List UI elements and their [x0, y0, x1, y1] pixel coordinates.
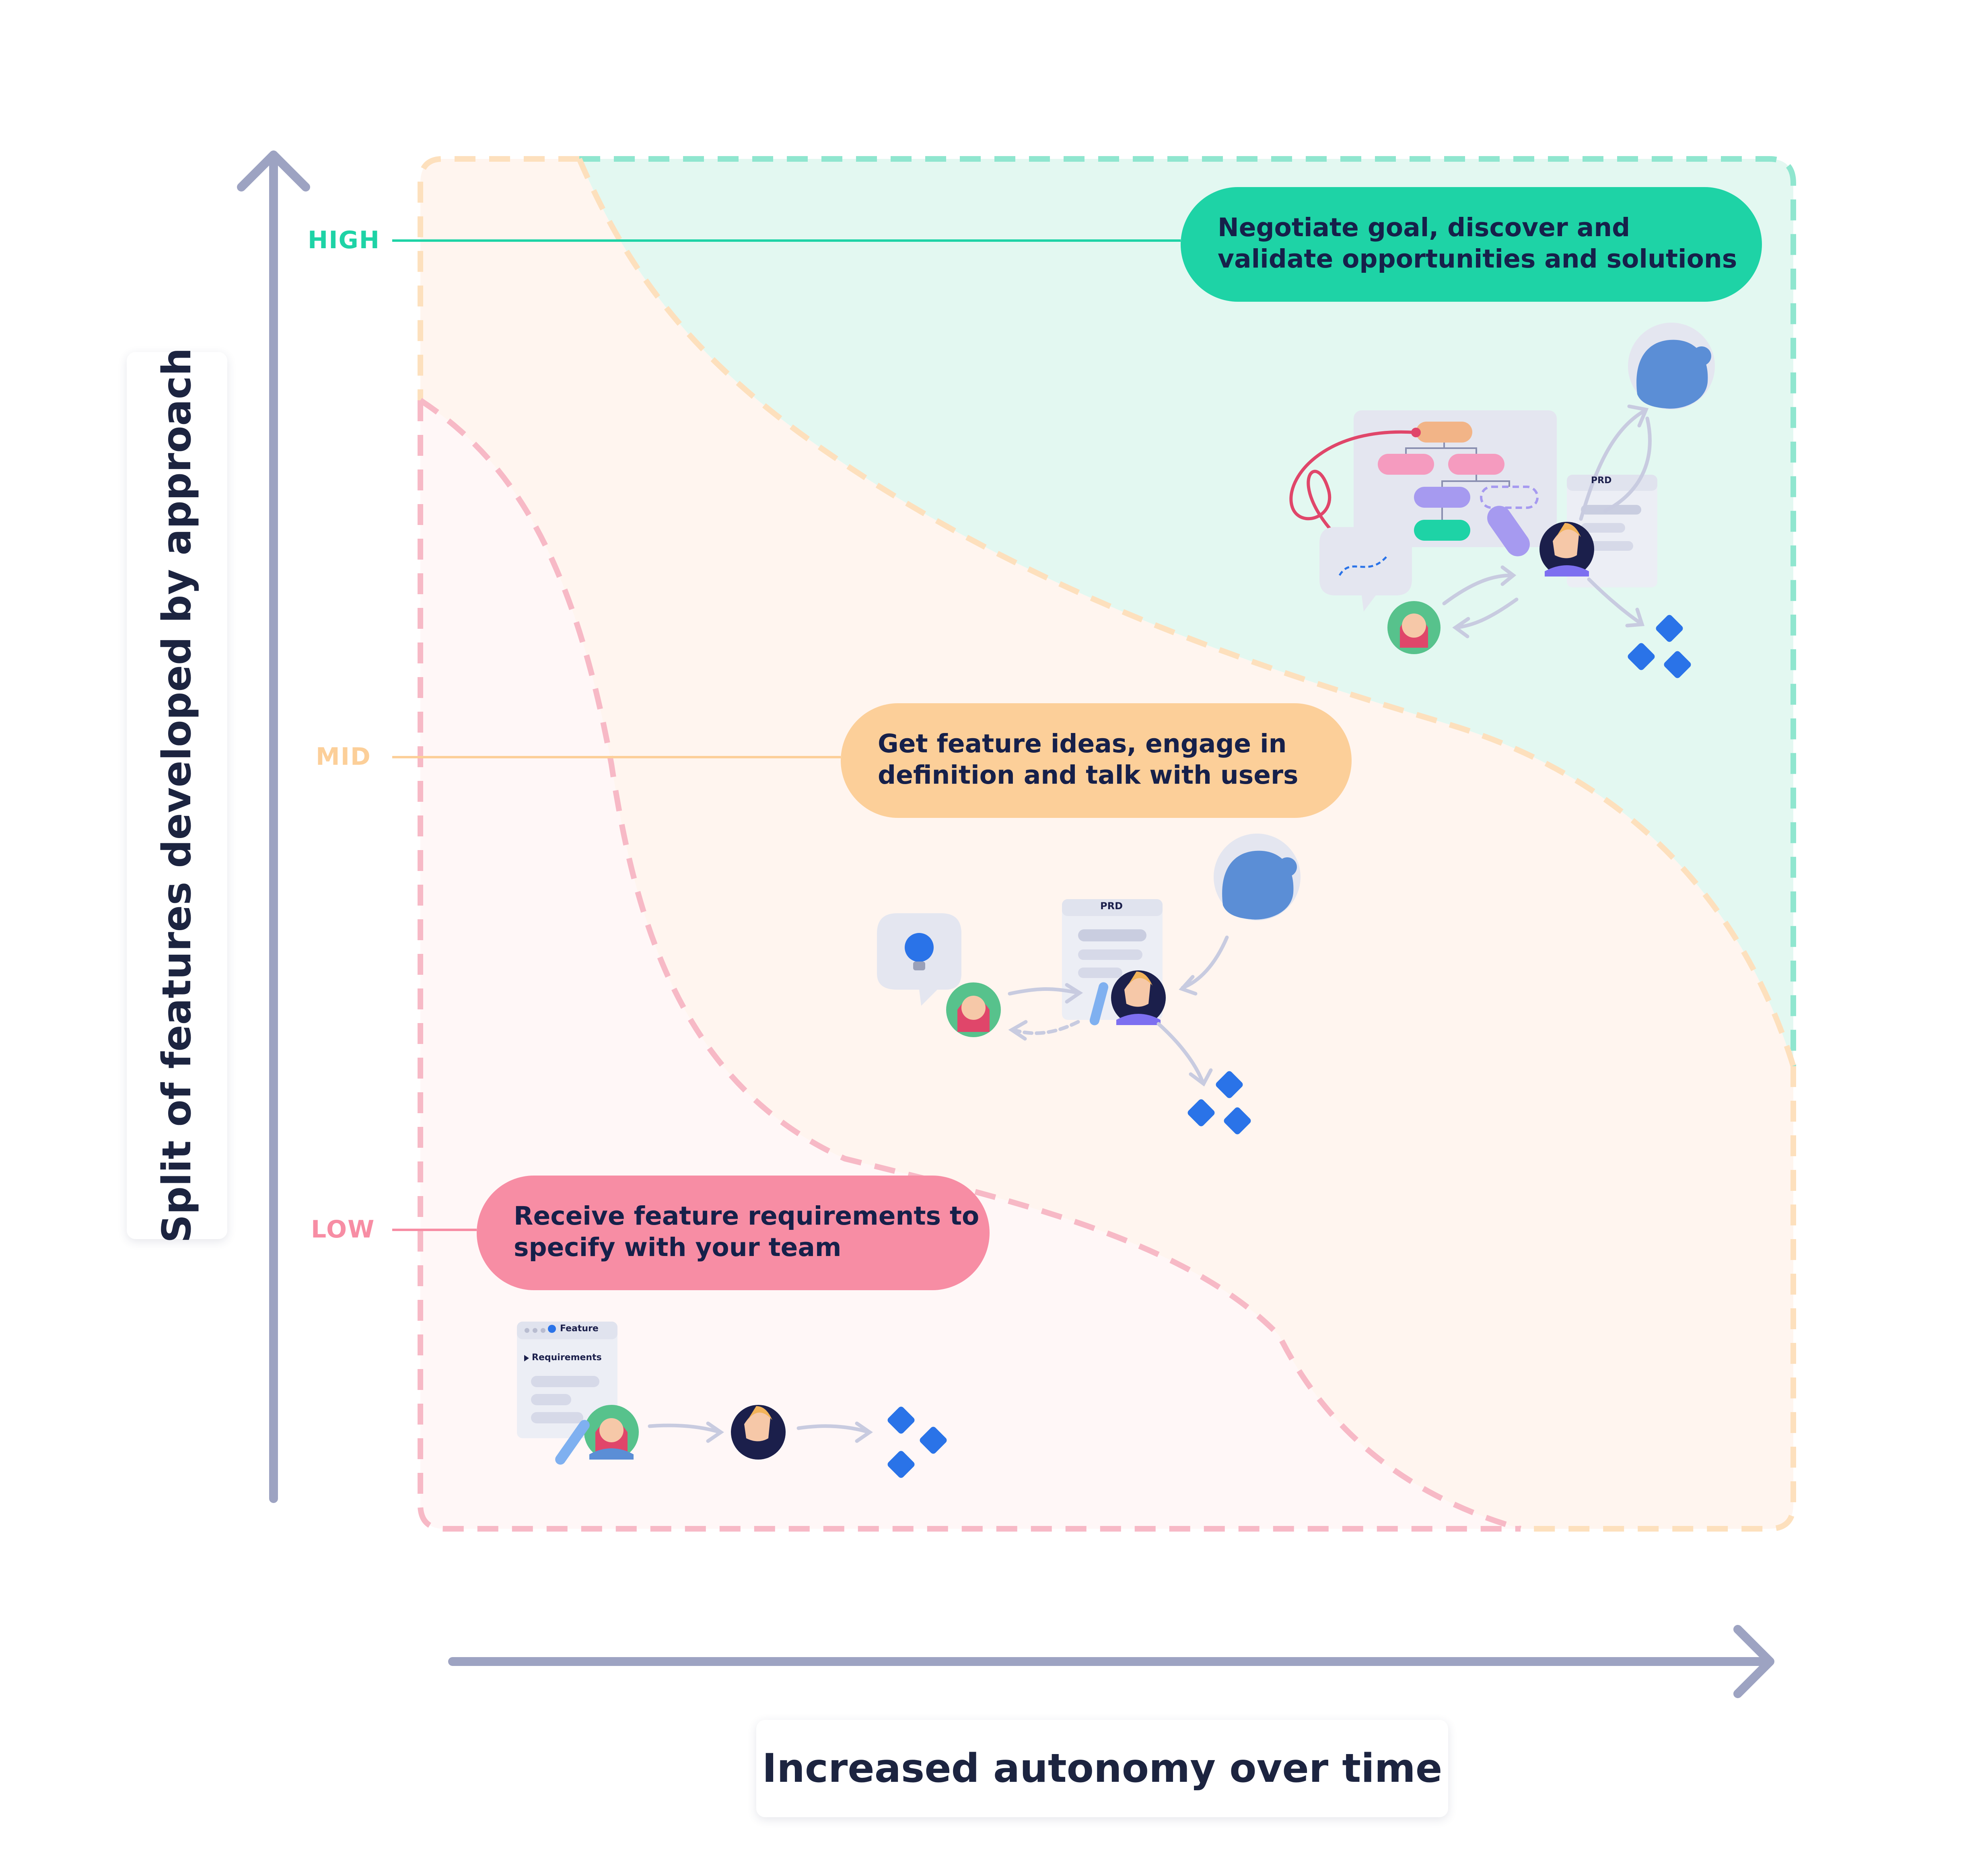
level-low-label: LOW — [311, 1215, 375, 1244]
jira-icons-low — [887, 1406, 947, 1478]
zone-high-border — [579, 156, 1796, 1066]
x-axis-arrow — [448, 1625, 1774, 1698]
level-mid-description-line2: definition and talk with users — [878, 760, 1299, 790]
high-illustration — [1289, 323, 1715, 678]
zone-mid-border — [418, 156, 1796, 1532]
mid-low-divider — [419, 398, 1521, 1532]
level-low-description-line1: Receive feature requirements to — [514, 1201, 980, 1231]
connector-rope — [1289, 430, 1416, 536]
y-axis-title: Split of features developed by approach — [154, 348, 200, 1243]
pencil-icon-low — [555, 1420, 590, 1465]
requirements-doc-label: Requirements — [532, 1353, 602, 1363]
level-low-description: Receive feature requirements to specify … — [477, 1176, 990, 1290]
level-high-description-line1: Negotiate goal, discover and — [1218, 213, 1630, 242]
mid-illustration — [877, 834, 1301, 1135]
level-mid-description-line1: Get feature ideas, engage in — [878, 729, 1287, 758]
pencil-icon-mid — [1089, 982, 1109, 1025]
speech-bubble — [1319, 527, 1412, 612]
high-mid-divider — [576, 158, 1796, 1067]
zone-mid-fill — [420, 159, 1793, 1529]
zone-low-border — [418, 400, 1521, 1532]
level-low-description-line2: specify with your team — [514, 1233, 842, 1262]
level-high-description-line2: validate opportunities and solutions — [1218, 244, 1737, 274]
pencil-icon — [1487, 506, 1530, 556]
x-axis-title: Increased autonomy over time — [762, 1746, 1443, 1791]
level-mid-label: MID — [316, 743, 371, 771]
level-high-label: HIGH — [308, 226, 381, 254]
prd-doc-high-label: PRD — [1591, 476, 1612, 486]
y-axis-title-card: Split of features developed by approach — [127, 348, 227, 1243]
jira-icons-high — [1628, 615, 1691, 678]
level-mid-description: Get feature ideas, engage in definition … — [841, 703, 1352, 818]
y-axis-arrow — [237, 150, 310, 1503]
jira-icons-mid — [1187, 1071, 1251, 1135]
prd-doc-mid-label: PRD — [1100, 900, 1123, 912]
zone-high-fill — [579, 159, 1793, 1066]
x-axis-title-card: Increased autonomy over time — [756, 1720, 1448, 1817]
lightbulb-icon — [905, 933, 934, 962]
level-high-description: Negotiate goal, discover and validate op… — [1181, 187, 1762, 302]
feature-doc-label: Feature — [560, 1324, 599, 1334]
low-illustration — [517, 1322, 947, 1478]
